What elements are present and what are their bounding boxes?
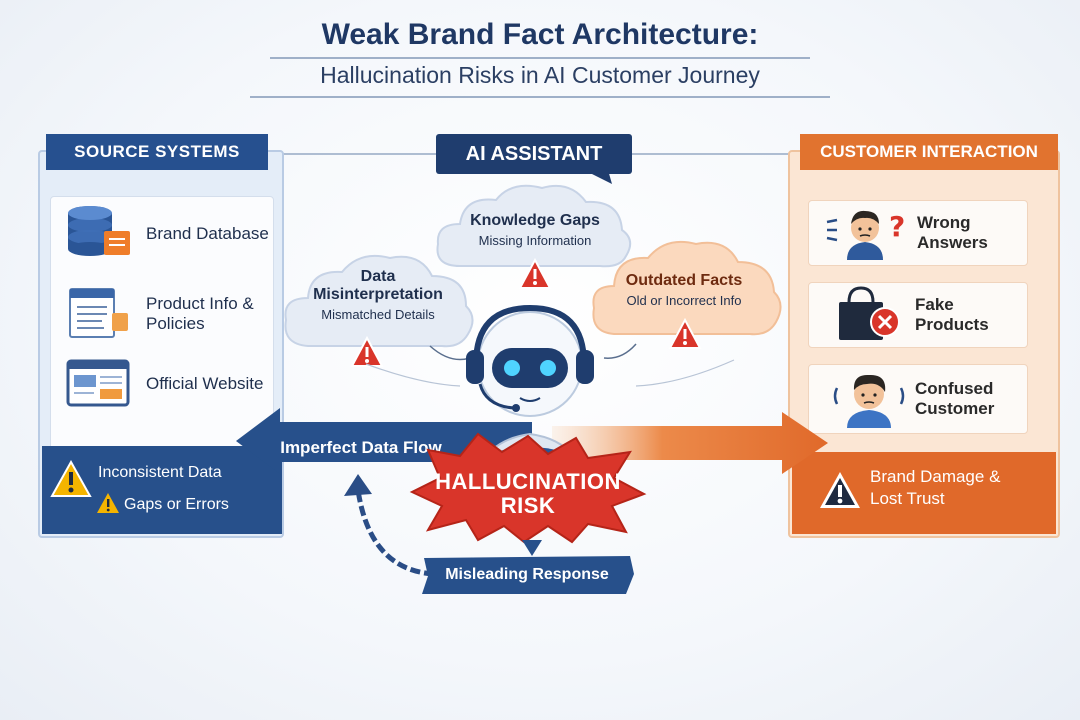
brand-damage-footer: Brand Damage & Lost Trust xyxy=(792,452,1056,534)
source-item-label: Product Info & Policies xyxy=(146,293,254,333)
cloud-connector-arrows xyxy=(365,343,735,387)
connector-line-left xyxy=(270,153,436,155)
customer-item-label: Wrong Answers xyxy=(917,213,988,252)
cloud-subtitle: Missing Information xyxy=(478,233,592,248)
misleading-response-label: Misleading Response xyxy=(445,566,609,583)
cloud-subtitle: Old or Incorrect Info xyxy=(626,293,742,308)
outdated-facts-cloud xyxy=(592,240,782,336)
title-divider-bottom xyxy=(250,96,830,98)
worried-person-icon xyxy=(827,366,913,433)
misleading-response-banner xyxy=(422,556,634,594)
warning-icon xyxy=(818,470,862,515)
cloud-title: Outdated Facts xyxy=(625,272,743,289)
document-icon xyxy=(62,283,134,346)
customer-interaction-header: CUSTOMER INTERACTION xyxy=(800,134,1058,170)
down-arrow-icon xyxy=(522,540,542,556)
confused-person-icon: ? xyxy=(823,202,913,265)
outdated-facts-text: Outdated Facts Old or Incorrect Info xyxy=(604,272,764,308)
customer-item-label: Confused Customer xyxy=(915,379,995,418)
source-item-product-info: Product Info & Policies xyxy=(62,284,256,344)
curved-feedback-arrow xyxy=(344,474,435,577)
customer-item-label: Fake Products xyxy=(915,295,989,334)
cloud-title: Knowledge Gaps xyxy=(470,212,600,229)
cloud-title: Data Misinterpretation xyxy=(313,268,443,303)
hallucination-word: HALLUCINATION xyxy=(435,469,621,494)
connector-line-right xyxy=(632,153,802,155)
warning-icon xyxy=(350,335,384,373)
source-item-label: Official Website xyxy=(146,373,264,393)
knowledge-gaps-cloud xyxy=(436,184,632,268)
gaps-errors-label: Gaps or Errors xyxy=(124,496,229,513)
database-icon xyxy=(62,203,134,266)
source-item-official-website: Official Website xyxy=(62,354,263,414)
cloud-subtitle: Mismatched Details xyxy=(321,307,435,322)
warning-icon xyxy=(518,257,552,295)
customer-item-wrong-answers: ? Wrong Answers xyxy=(808,200,1028,266)
page-subtitle: Hallucination Risks in AI Customer Journ… xyxy=(320,62,760,88)
hallucination-risk-label: HALLUCINATION RISK xyxy=(408,469,648,519)
customer-item-confused-customer: Confused Customer xyxy=(808,364,1028,434)
inconsistent-data-label: Inconsistent Data xyxy=(98,464,222,481)
data-misinterpretation-cloud xyxy=(284,254,474,348)
brand-damage-label: Brand Damage & Lost Trust xyxy=(870,467,1001,509)
warning-icon xyxy=(50,459,92,503)
ai-assistant-header: AI ASSISTANT xyxy=(436,134,632,174)
knowledge-gaps-text: Knowledge Gaps Missing Information xyxy=(446,212,624,248)
svg-text:?: ? xyxy=(889,210,905,243)
small-warning-icon xyxy=(96,492,120,519)
browser-window-icon xyxy=(62,353,134,416)
source-systems-header: SOURCE SYSTEMS xyxy=(46,134,268,170)
title-divider-top xyxy=(270,57,810,59)
shopping-bag-error-icon xyxy=(827,284,913,347)
source-item-label: Brand Database xyxy=(146,223,269,243)
source-systems-warning-footer: Inconsistent Data Gaps or Errors xyxy=(42,446,282,534)
speech-tail-shape xyxy=(584,170,612,184)
source-item-brand-database: Brand Database xyxy=(62,204,269,264)
imperfect-data-flow-label: Imperfect Data Flow xyxy=(280,438,442,457)
data-misinterpretation-text: Data Misinterpretation Mismatched Detail… xyxy=(296,268,460,322)
page-title: Weak Brand Fact Architecture: xyxy=(321,18,759,51)
customer-item-fake-products: Fake Products xyxy=(808,282,1028,348)
hallucination-risk-burst xyxy=(409,432,647,544)
warning-icon xyxy=(668,317,702,355)
risk-word: RISK xyxy=(500,493,556,519)
